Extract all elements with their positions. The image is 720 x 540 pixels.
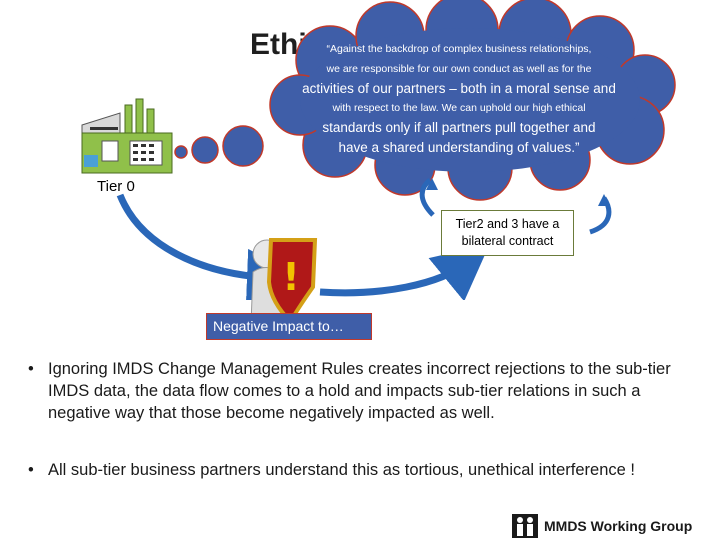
thought-bubble-small [175, 146, 187, 158]
bullet-item-2: • All sub-tier business partners underst… [28, 459, 698, 481]
factory-icon [80, 95, 175, 175]
bullet-dot: • [28, 459, 34, 481]
negative-impact-label: Negative Impact to… [206, 313, 372, 340]
footer-label: MMDS Working Group [544, 518, 692, 534]
group-logo-icon [512, 514, 538, 538]
thought-bubble-medium [192, 137, 218, 163]
footer: MMDS Working Group [512, 514, 692, 538]
quote-text: “Against the backdrop of complex busines… [300, 40, 618, 157]
tier0-label: Tier 0 [97, 178, 135, 195]
thought-bubble-large [223, 126, 263, 166]
contract-note: Tier2 and 3 have a bilateral contract [441, 210, 574, 256]
bullet-item-1: • Ignoring IMDS Change Management Rules … [28, 358, 698, 424]
flow-arrow-right [320, 262, 468, 293]
exclamation-icon: ! [282, 255, 299, 299]
bullet-dot: • [28, 358, 34, 380]
